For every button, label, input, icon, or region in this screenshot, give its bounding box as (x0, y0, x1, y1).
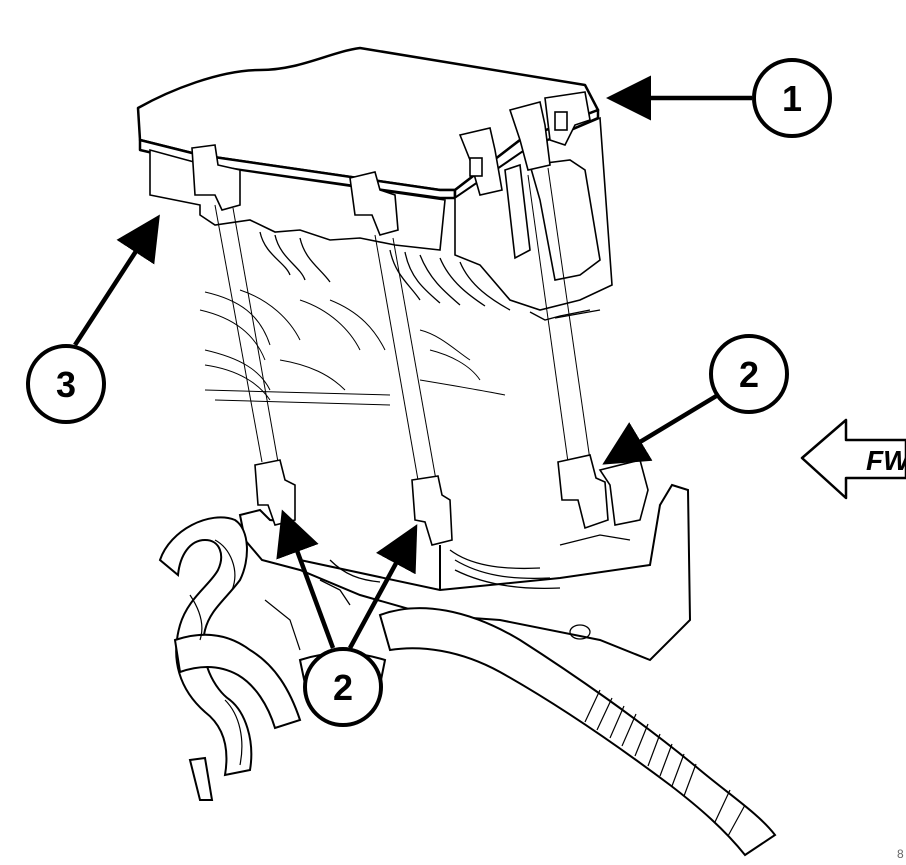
callout-1-label: 1 (782, 78, 802, 119)
middle-ghost-wires (199, 289, 506, 406)
forward-arrow-icon (800, 418, 906, 500)
alignment-lines (214, 167, 591, 481)
callout-2-bottom: 2 (303, 647, 383, 727)
callout-3-label: 3 (56, 364, 76, 405)
forward-label: FWD (866, 445, 906, 476)
arrow-2-bottom-left (276, 509, 336, 649)
harness-tape (584, 689, 746, 837)
cover-latches (191, 91, 591, 236)
forward-direction-indicator: FWD (800, 418, 906, 500)
cover-wiring (259, 231, 601, 321)
callout-2-bottom-label: 2 (333, 667, 353, 708)
callout-3: 3 (26, 344, 106, 424)
arrow-2-right (602, 393, 720, 465)
callout-arrows (73, 75, 752, 650)
arrow-2-bottom-right (348, 524, 418, 650)
callout-2-right: 2 (709, 334, 789, 414)
arrow-3 (73, 214, 160, 347)
callout-1: 1 (752, 58, 832, 138)
left-harness-detail (189, 539, 301, 766)
figure-footnote: 8 (897, 847, 904, 861)
callout-2-right-label: 2 (739, 354, 759, 395)
